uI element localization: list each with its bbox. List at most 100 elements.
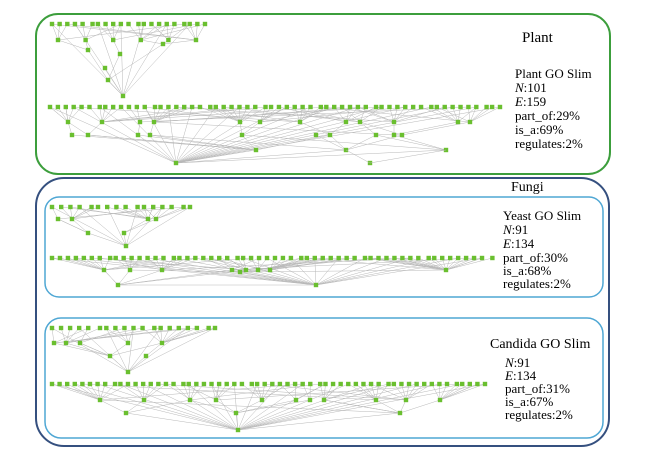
yeast-lower-edge bbox=[315, 257, 483, 286]
plant-lower-node bbox=[71, 104, 76, 110]
yeast-frame bbox=[44, 196, 604, 298]
plant-lower-node bbox=[458, 104, 463, 110]
candida-lower-edge bbox=[125, 399, 145, 414]
candida-lower-node bbox=[361, 381, 366, 387]
yeast-lower-node bbox=[479, 255, 485, 261]
plant-upper-edge bbox=[107, 43, 164, 81]
plant-lower-node bbox=[158, 104, 163, 110]
plant-lower-node bbox=[324, 104, 329, 110]
candida-lower-node bbox=[163, 381, 169, 387]
candida-upper-node bbox=[107, 353, 113, 359]
plant-lower-node bbox=[410, 104, 416, 110]
plant-lower-node bbox=[403, 104, 408, 110]
plant-lower-node bbox=[174, 104, 179, 110]
candida-upper-edge bbox=[106, 327, 129, 373]
plant-lower-edge bbox=[241, 134, 447, 151]
yeast-lower-node bbox=[49, 255, 55, 261]
plant-lower-node bbox=[429, 104, 434, 110]
plant-upper-edge bbox=[168, 23, 190, 41]
yeast-lower-edge bbox=[315, 257, 459, 286]
yeast-upper-edge bbox=[71, 206, 163, 220]
candida-lower-node bbox=[285, 381, 290, 387]
plant-lower-node bbox=[253, 104, 258, 110]
candida-lower-edge bbox=[165, 383, 239, 431]
plant-lower-node bbox=[166, 104, 171, 110]
ontology-graphs bbox=[47, 21, 503, 433]
candida-lower-edge bbox=[74, 383, 101, 401]
yeast-lower-node bbox=[392, 255, 397, 261]
plant-lower-node bbox=[297, 119, 303, 125]
plant-upper-node bbox=[120, 93, 126, 99]
yeast-lower-node bbox=[115, 282, 121, 288]
yeast-n-symbol: N bbox=[503, 222, 512, 237]
plant-upper-edge bbox=[168, 23, 175, 41]
yeast-node-count: N:91 bbox=[503, 223, 528, 237]
yeast-lower-node bbox=[255, 267, 261, 273]
plant-upper-node bbox=[138, 37, 143, 43]
plant-lower-node bbox=[313, 132, 319, 138]
yeast-lower-node bbox=[121, 255, 126, 261]
plant-lower-node bbox=[79, 104, 84, 110]
candida-lower-edge bbox=[211, 383, 239, 431]
plant-upper-node bbox=[95, 21, 101, 27]
candida-lower-node bbox=[141, 397, 147, 403]
candida-lower-edge bbox=[189, 383, 197, 401]
candida-lower-node bbox=[444, 381, 450, 387]
yeast-lower-edge bbox=[231, 257, 260, 271]
plant-upper-edge bbox=[51, 23, 124, 97]
candida-lower-edge bbox=[237, 383, 303, 431]
candida-lower-node bbox=[323, 381, 328, 387]
candida-lower-node bbox=[209, 381, 214, 387]
yeast-lower-node bbox=[299, 255, 304, 261]
plant-upper-edge bbox=[113, 23, 198, 41]
candida-upper-edge bbox=[109, 342, 163, 357]
candida-lower-node bbox=[406, 381, 412, 387]
candida-upper-edge bbox=[127, 327, 134, 373]
candida-upper-node bbox=[158, 325, 163, 331]
plant-lower-node bbox=[239, 132, 245, 138]
candida-lower-edge bbox=[439, 383, 463, 401]
plant-lower-node bbox=[152, 104, 158, 110]
yeast-lower-node bbox=[443, 267, 449, 273]
plant-upper-node bbox=[156, 21, 162, 27]
plant-upper-node bbox=[166, 37, 171, 43]
plant-lower-node bbox=[208, 104, 213, 110]
plant-lower-edge bbox=[99, 106, 103, 123]
plant-lower-edge bbox=[345, 134, 403, 151]
plant-upper-edge bbox=[97, 23, 124, 97]
yeast-lower-node bbox=[368, 255, 373, 261]
candida-lower-node bbox=[307, 397, 313, 403]
candida-upper-node bbox=[185, 325, 191, 331]
candida-lower-edge bbox=[143, 383, 159, 401]
candida-lower-edge bbox=[125, 399, 191, 414]
candida-lower-edge bbox=[215, 383, 227, 401]
plant-lower-node bbox=[237, 119, 243, 125]
plant-lower-edge bbox=[345, 106, 359, 123]
yeast-upper-node bbox=[187, 204, 193, 210]
yeast-lower-edge bbox=[315, 257, 387, 286]
plant-lower-node bbox=[47, 104, 53, 110]
candida-lower-node bbox=[317, 381, 323, 387]
candida-lower-edge bbox=[237, 383, 417, 431]
candida-lower-node bbox=[397, 410, 403, 416]
candida-lower-node bbox=[330, 381, 336, 387]
plant-upper-edge bbox=[74, 23, 124, 97]
plant-upper-edge bbox=[85, 23, 93, 41]
plant-upper-edge bbox=[195, 23, 198, 41]
plant-lower-edge bbox=[137, 134, 257, 151]
candida-lower-edge bbox=[256, 383, 263, 401]
plant-lower-edge bbox=[259, 106, 406, 123]
plant-lower-edge bbox=[393, 106, 445, 123]
candida-upper-edge bbox=[161, 327, 197, 344]
plant-lower-node bbox=[455, 119, 461, 125]
plant-upper-edge bbox=[189, 23, 197, 41]
candida-upper-edge bbox=[53, 342, 111, 357]
plant-upper-node bbox=[55, 37, 61, 43]
candida-lower-node bbox=[97, 397, 103, 403]
candida-upper-node bbox=[49, 325, 55, 331]
plant-upper-node bbox=[102, 65, 108, 71]
yeast-lower-node bbox=[248, 255, 254, 261]
candida-lower-node bbox=[254, 381, 260, 387]
plant-lower-node bbox=[229, 104, 234, 110]
